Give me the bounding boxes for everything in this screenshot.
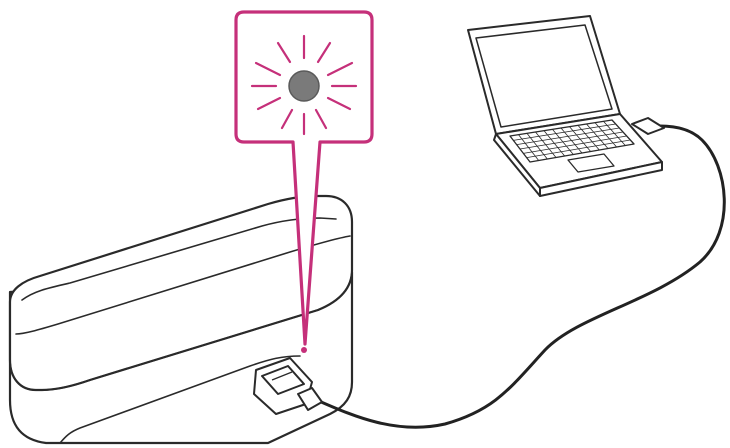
laptop-keyboard-keys: [513, 121, 631, 161]
keyboard-column-line: [569, 126, 591, 152]
indicator-rays: [250, 34, 358, 136]
callout-bubble: [234, 10, 374, 346]
keyboard-column-line: [543, 130, 565, 157]
keyboard-column-line: [603, 121, 626, 146]
laptop-screen: [475, 24, 613, 128]
charging-indicator-lamp-icon: [250, 34, 358, 136]
keyboard-column-line: [518, 134, 539, 161]
laptop-touchpad: [567, 153, 615, 173]
speaker-base-contour: [59, 355, 301, 444]
usb-cable: [310, 124, 726, 429]
speaker-status-dot: [301, 347, 307, 353]
keyboard-column-line: [526, 133, 548, 160]
laptop-side-edge: [493, 133, 541, 197]
speaker-seam: [9, 269, 353, 391]
laptop-lid: [467, 15, 621, 135]
usb-plug-icon: [253, 357, 323, 415]
laptop-usb-plug: [631, 117, 665, 135]
keyboard-column-line: [577, 125, 600, 151]
indicator-lamp: [288, 70, 320, 102]
keyboard-column-line: [560, 127, 583, 154]
laptop-computer-icon: [467, 15, 665, 197]
usb-plug-strain: [297, 387, 323, 411]
indicator-callout: [234, 10, 374, 346]
keyboard-column-line: [594, 122, 617, 148]
speaker-lid-contour: [15, 235, 351, 335]
usb-plug-face: [261, 365, 305, 395]
keyboard-column-line: [552, 129, 574, 155]
keyboard-column-line: [535, 131, 557, 158]
keyboard-column-line: [586, 123, 609, 149]
